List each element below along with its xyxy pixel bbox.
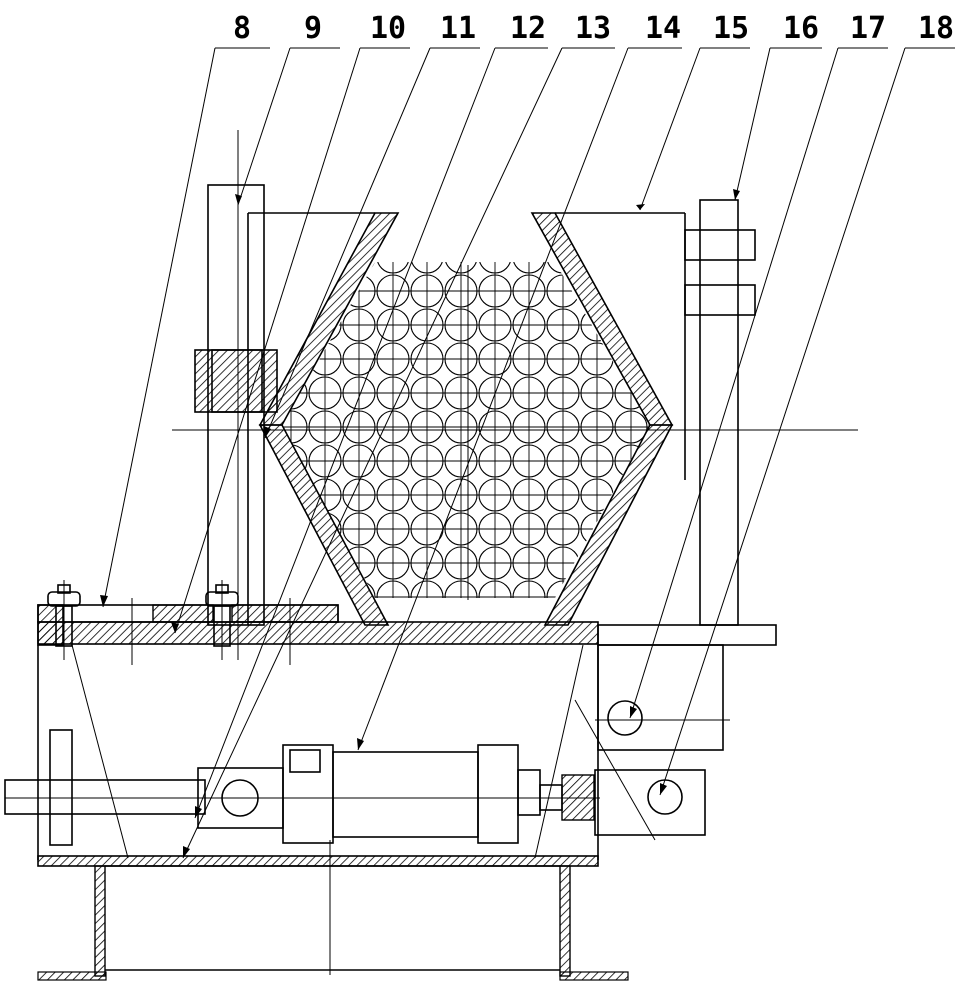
label-13: 13 bbox=[575, 11, 611, 46]
vertical-post bbox=[194, 184, 375, 626]
cylinder-assembly bbox=[4, 744, 595, 844]
label-9: 9 bbox=[304, 11, 322, 46]
pivot-linkage bbox=[574, 644, 724, 841]
base-stand bbox=[37, 865, 629, 981]
label-10: 10 bbox=[370, 11, 406, 46]
label-15: 15 bbox=[713, 11, 749, 46]
hopper-walls bbox=[258, 212, 674, 626]
top-plate bbox=[37, 604, 777, 646]
label-16: 16 bbox=[783, 11, 819, 46]
label-17: 17 bbox=[850, 11, 886, 46]
label-11: 11 bbox=[440, 11, 476, 46]
label-14: 14 bbox=[645, 11, 681, 46]
bolts bbox=[47, 580, 291, 665]
label-12: 12 bbox=[510, 11, 546, 46]
lower-housing bbox=[37, 644, 599, 867]
label-8: 8 bbox=[233, 11, 251, 46]
right-bracket bbox=[555, 199, 756, 626]
label-18: 18 bbox=[918, 11, 954, 46]
